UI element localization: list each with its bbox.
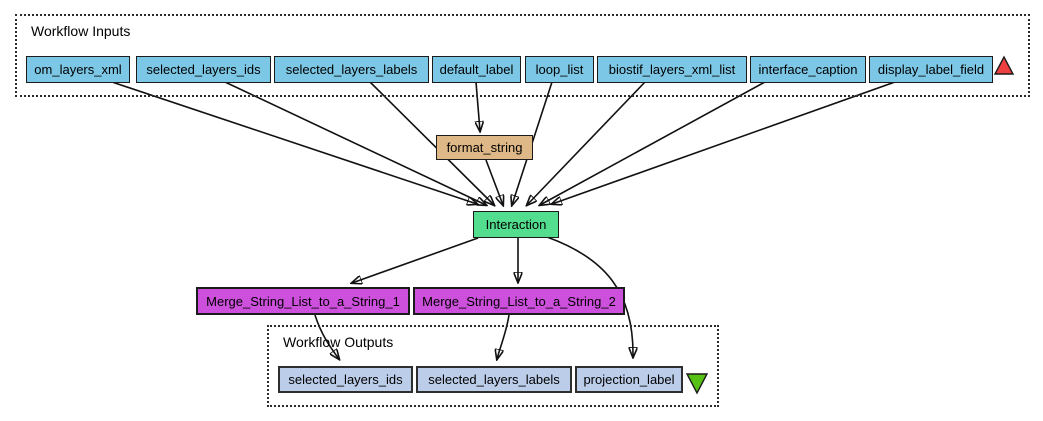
input-node-label: interface_caption — [758, 62, 858, 77]
input-node-label: loop_list — [535, 62, 584, 77]
input-node-label: default_label — [439, 62, 514, 77]
input-node-om-layers-xml[interactable]: om_layers_xml — [26, 56, 130, 83]
edge-format_string-to-Interaction — [485, 159, 503, 205]
input-node-label: om_layers_xml — [34, 62, 122, 77]
processor-label: Merge_String_List_to_a_String_1 — [206, 293, 400, 309]
processor-label: Merge_String_List_to_a_String_2 — [422, 293, 616, 309]
input-node-interface-caption[interactable]: interface_caption — [750, 56, 866, 83]
green-down-triangle-icon — [685, 373, 709, 395]
processor-merge-string-list-to-a-string-1[interactable]: Merge_String_List_to_a_String_1 — [196, 287, 410, 315]
edge-selected_layers_ids-to-Interaction — [224, 81, 486, 205]
edge-biostif_layers_xml_list-to-Interaction — [527, 81, 646, 205]
edge-Interaction-to-projection_label — [546, 236, 633, 357]
input-node-label: selected_layers_labels — [285, 62, 418, 77]
processor-merge-string-list-to-a-string-2[interactable]: Merge_String_List_to_a_String_2 — [413, 287, 625, 315]
processor-label: format_string — [446, 140, 523, 155]
edge-selected_layers_labels-to-Interaction — [369, 81, 494, 205]
output-node-label: projection_label — [583, 372, 675, 387]
input-node-label: display_label_field — [877, 62, 985, 77]
workflow-outputs-group: Workflow Outputs — [267, 325, 719, 407]
edge-Interaction-to-Merge_1 — [352, 237, 479, 283]
input-node-label: biostif_layers_xml_list — [608, 62, 736, 77]
output-node-label: selected_layers_labels — [428, 372, 560, 387]
edge-display_label_field-to-Interaction — [552, 81, 896, 204]
processor-label: Interaction — [485, 217, 547, 232]
input-node-selected-layers-ids[interactable]: selected_layers_ids — [136, 56, 271, 83]
inputs-toggle-icon[interactable] — [994, 55, 1016, 77]
output-node-label: selected_layers_ids — [288, 372, 403, 387]
workflow-outputs-group-label: Workflow Outputs — [283, 334, 394, 350]
input-node-selected-layers-labels[interactable]: selected_layers_labels — [274, 56, 429, 83]
output-node-projection-label[interactable]: projection_label — [575, 366, 683, 393]
output-node-selected-layers-labels[interactable]: selected_layers_labels — [416, 366, 572, 393]
outputs-toggle-icon[interactable] — [685, 372, 709, 396]
input-node-biostif-layers-xml-list[interactable]: biostif_layers_xml_list — [597, 56, 747, 83]
edge-om_layers_xml-to-Interaction — [111, 81, 477, 204]
red-up-triangle-icon — [994, 55, 1015, 75]
workflow-inputs-group: Workflow Inputs — [15, 14, 1030, 97]
edge-Merge_2-to-selected_layers_labels — [497, 314, 510, 359]
edge-interface_caption-to-Interaction — [540, 81, 766, 205]
input-node-label: selected_layers_ids — [146, 62, 261, 77]
workflow-inputs-group-label: Workflow Inputs — [31, 23, 131, 39]
output-node-selected-layers-ids[interactable]: selected_layers_ids — [278, 366, 413, 393]
processor-format-string[interactable]: format_string — [436, 135, 533, 160]
input-node-default-label[interactable]: default_label — [432, 56, 521, 83]
input-node-loop-list[interactable]: loop_list — [525, 56, 594, 83]
edge-Merge_1-to-selected_layers_ids — [314, 314, 339, 359]
input-node-display-label-field[interactable]: display_label_field — [869, 56, 993, 83]
edge-default_label-to-format_string — [476, 81, 480, 131]
processor-interaction[interactable]: Interaction — [473, 211, 559, 238]
